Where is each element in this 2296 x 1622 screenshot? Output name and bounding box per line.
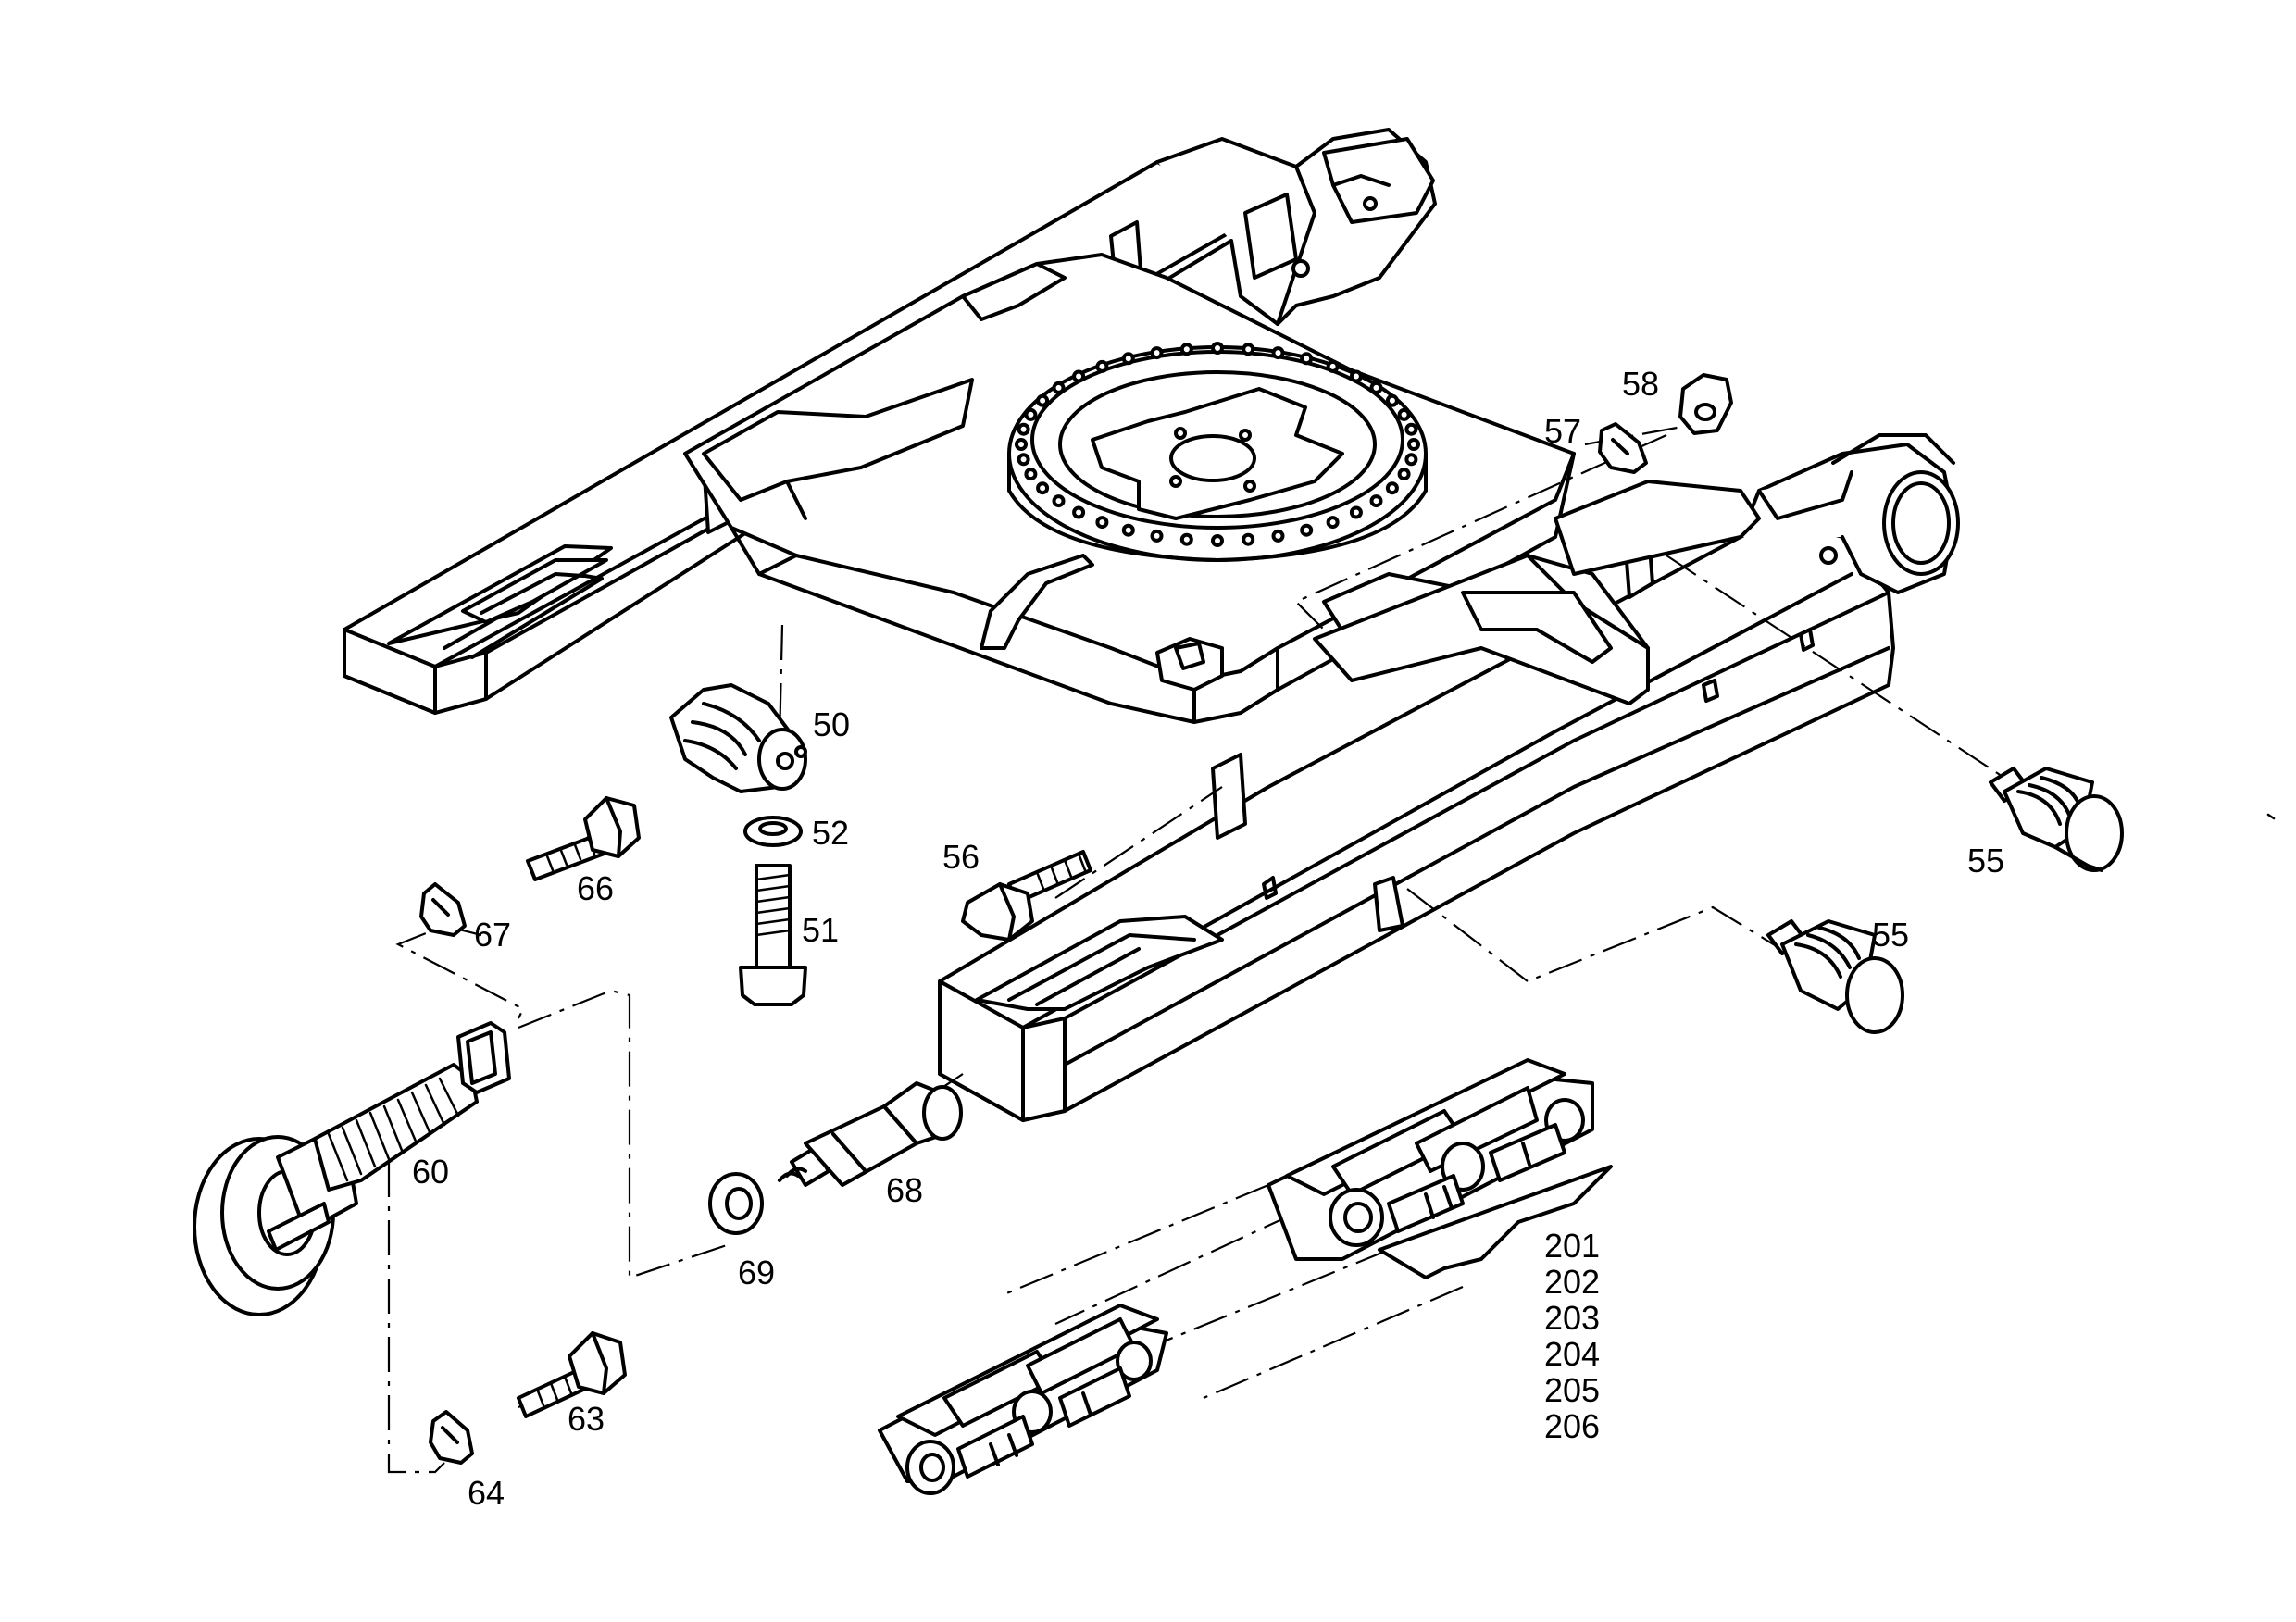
track-code: 203 [1544, 1299, 1600, 1337]
right-cross-member [1313, 554, 1650, 705]
ring-bolt-hole [1300, 523, 1314, 537]
right-top-rail [1554, 480, 1761, 576]
track-chain-upper [1267, 1058, 1613, 1279]
label-55-upper: 55 [1967, 842, 2004, 880]
part-64-lockwasher [429, 1410, 474, 1465]
part-55-roller-lower [1766, 919, 1904, 1034]
label-67: 67 [474, 916, 511, 954]
ring-bolt-hole [1095, 359, 1109, 373]
ring-bolt-hole [1369, 381, 1383, 394]
ring-bolt-hole [1072, 369, 1086, 383]
label-60: 60 [412, 1153, 449, 1191]
part-57-lockwasher [1598, 422, 1648, 474]
ring-bolt-hole [1150, 346, 1164, 360]
ring-bolt-hole [1271, 346, 1285, 360]
ring-bolt-hole [1242, 532, 1255, 546]
ring-bolt-hole [1407, 438, 1420, 451]
right-idler-housing [1739, 433, 1960, 594]
label-58: 58 [1622, 365, 1659, 403]
ring-bolt-hole [1150, 529, 1164, 543]
ring-bolt-hole [1024, 468, 1038, 481]
part-60-idler-tensioner [193, 1021, 511, 1316]
ring-bolt-hole [1397, 407, 1411, 421]
right-track-frame [938, 517, 1895, 1122]
ring-bolt-hole [1385, 481, 1399, 495]
stray-mark [2266, 813, 2276, 820]
label-64: 64 [468, 1474, 505, 1512]
ring-bolt-hole [1179, 532, 1193, 546]
label-56: 56 [942, 838, 980, 876]
ring-bolt-hole [1404, 453, 1418, 467]
track-code: 206 [1544, 1407, 1600, 1445]
ring-bolt-hole [1369, 494, 1383, 508]
part-67-lockwasher [419, 882, 467, 937]
label-69: 69 [738, 1254, 775, 1291]
label-66: 66 [577, 869, 614, 907]
track-code: 202 [1544, 1263, 1600, 1301]
ring-bolt-hole [1326, 359, 1340, 373]
label-63: 63 [568, 1400, 605, 1438]
ring-bolt-holes [1015, 342, 1420, 547]
ring-bolt-hole [1300, 352, 1314, 366]
ring-bolt-hole [1121, 523, 1135, 537]
callout-labels: 50 52 51 56 57 58 55 55 66 67 60 68 69 6… [412, 365, 2004, 1512]
ring-bolt-hole [1015, 438, 1028, 451]
ring-bolt-hole [1095, 516, 1109, 530]
ring-bolt-hole [1326, 516, 1340, 530]
label-52: 52 [812, 814, 849, 852]
part-52-washer [743, 816, 803, 847]
ring-bolt-hole [1017, 422, 1030, 436]
ring-bolt-hole [1211, 534, 1224, 547]
part-69-washer [708, 1172, 764, 1235]
label-68: 68 [886, 1171, 923, 1209]
track-chain-lower [878, 1304, 1168, 1495]
ring-bolt-hole [1072, 505, 1086, 519]
ring-bolt-hole [1242, 343, 1255, 356]
part-68-grease-cylinder [778, 1081, 963, 1187]
ring-bolt-hole [1017, 453, 1030, 467]
ring-bolt-hole [1036, 481, 1050, 495]
slewing-ring [1007, 342, 1428, 562]
label-50: 50 [813, 705, 850, 743]
part-58-nut [1678, 373, 1733, 435]
track-code: 205 [1544, 1371, 1600, 1409]
left-idler-housing [1155, 128, 1437, 326]
part-51-bolt [739, 864, 807, 1006]
ring-bolt-hole [1349, 505, 1363, 519]
ring-bolt-hole [1052, 381, 1066, 394]
part-63-bolt [517, 1331, 627, 1418]
ring-bolt-hole [1179, 343, 1193, 356]
label-55-lower: 55 [1872, 916, 1909, 954]
part-50-hub [669, 683, 807, 793]
label-track-codes: 201 202 203 204 205 206 [1544, 1227, 1600, 1445]
ring-bolt-hole [1121, 352, 1135, 366]
ring-bolt-hole [1036, 393, 1050, 407]
part-55-roller-upper [1989, 767, 2124, 872]
ring-bolt-hole [1397, 468, 1411, 481]
undercarriage-frame [343, 128, 1960, 1122]
part-66-bolt [526, 796, 641, 881]
ring-bolt-hole [1271, 529, 1285, 543]
ring-bolt-hole [1349, 369, 1363, 383]
track-code: 204 [1544, 1335, 1600, 1373]
ring-bolt-hole [1052, 494, 1066, 508]
ring-bolt-hole [1404, 422, 1418, 436]
label-51: 51 [802, 911, 839, 949]
part-56-bolt [961, 850, 1092, 942]
ring-bolt-hole [1385, 393, 1399, 407]
label-57: 57 [1544, 412, 1581, 450]
ring-bolt-hole [1024, 407, 1038, 421]
track-code: 201 [1544, 1227, 1600, 1265]
ring-bolt-hole [1211, 342, 1224, 355]
